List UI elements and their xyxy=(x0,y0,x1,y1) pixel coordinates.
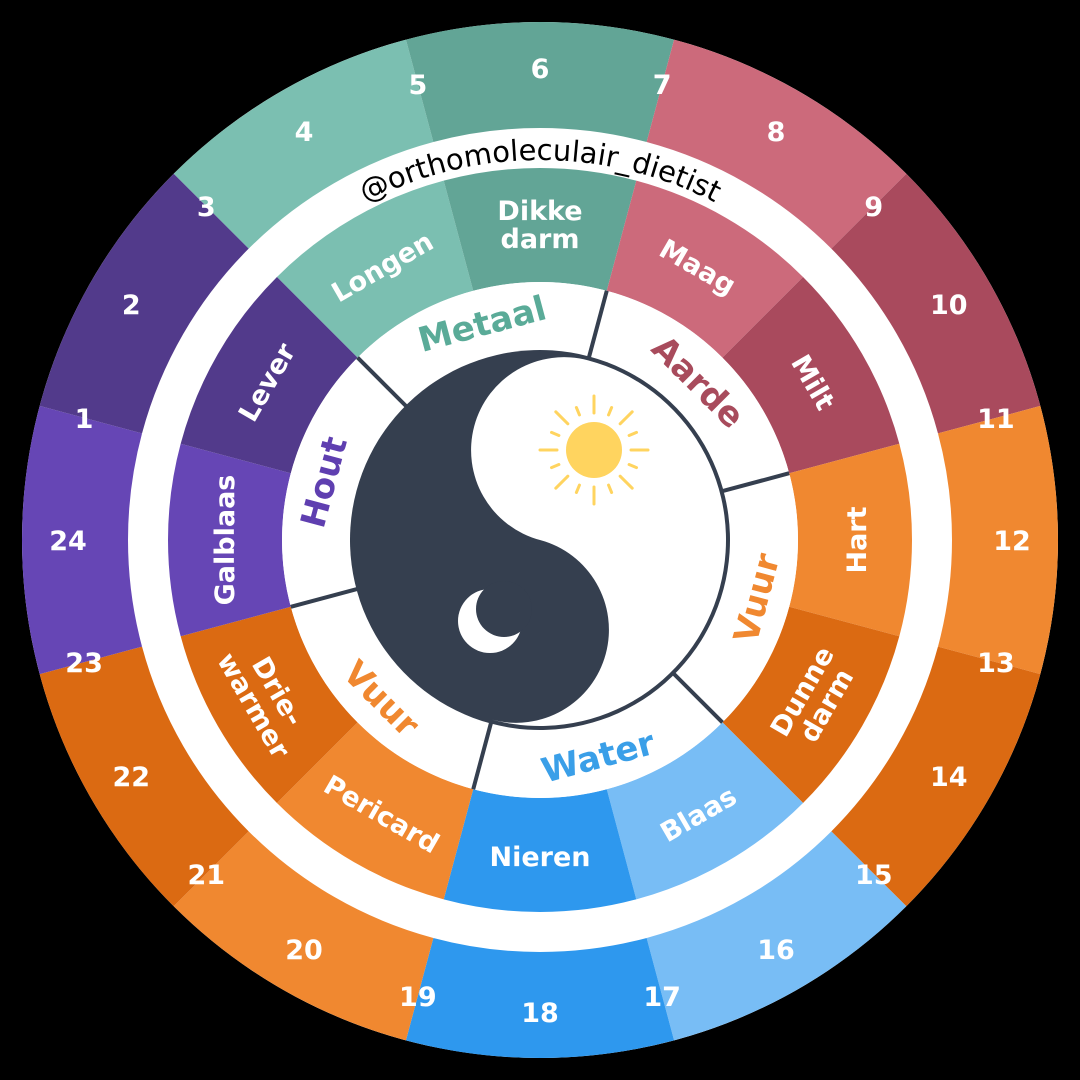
hour-label: 15 xyxy=(855,860,893,891)
hour-segment xyxy=(39,646,249,907)
organ-segment xyxy=(606,180,804,358)
yang-white-half xyxy=(471,357,726,726)
hour-label: 17 xyxy=(643,982,681,1013)
hour-label: 9 xyxy=(864,192,883,223)
sun-ray xyxy=(607,483,614,494)
organ-segment xyxy=(168,443,291,637)
hour-label: 3 xyxy=(197,192,216,223)
organ-segment xyxy=(606,722,804,900)
organ-segment xyxy=(443,789,637,912)
hour-label: 21 xyxy=(187,860,225,891)
hour-segment xyxy=(39,173,249,434)
sun-ray xyxy=(550,463,561,470)
element-divider xyxy=(672,672,724,724)
hour-ring xyxy=(21,22,1058,1058)
hour-label: 20 xyxy=(285,935,323,966)
hour-segment xyxy=(646,831,907,1041)
hour-segment xyxy=(937,405,1058,675)
hour-label: 6 xyxy=(531,54,550,85)
hour-label: 8 xyxy=(767,117,786,148)
hour-label: 1 xyxy=(75,404,94,435)
hour-segment xyxy=(646,39,907,249)
sun-ray xyxy=(627,430,638,437)
hour-segment xyxy=(831,646,1041,907)
organ-label: Nieren xyxy=(489,842,590,873)
hour-segment xyxy=(21,405,143,675)
element-divider xyxy=(356,356,408,408)
sun-ray xyxy=(574,406,581,417)
organ-ring xyxy=(168,168,912,912)
hour-label: 10 xyxy=(930,290,968,321)
hour-label: 23 xyxy=(65,648,103,679)
organ-segment xyxy=(180,606,358,804)
hour-segment xyxy=(831,173,1041,434)
sun-ray xyxy=(554,410,570,426)
organ-segment xyxy=(722,276,900,474)
hour-label: 11 xyxy=(977,404,1015,435)
organ-label-line: Nieren xyxy=(489,842,590,873)
sun-ray xyxy=(607,406,614,417)
organ-segment xyxy=(276,180,474,358)
hour-segment xyxy=(173,831,434,1041)
organ-label-line: darm xyxy=(501,224,580,255)
hour-label: 19 xyxy=(399,982,437,1013)
organ-segment xyxy=(722,606,900,804)
element-divider xyxy=(586,290,609,358)
yin-yang xyxy=(350,350,730,730)
hour-label: 14 xyxy=(930,762,968,793)
moon-icon xyxy=(458,581,532,653)
sun-ray xyxy=(550,430,561,437)
organ-label: Galblaas xyxy=(210,475,241,606)
organ-segment xyxy=(276,722,474,900)
hour-label: 2 xyxy=(122,290,141,321)
sun-ray xyxy=(554,474,570,490)
sun-ray xyxy=(618,410,634,426)
hour-label: 16 xyxy=(757,935,795,966)
organ-label-line: Galblaas xyxy=(210,475,241,606)
organ-label-line: Hart xyxy=(842,506,873,573)
organ-segment xyxy=(789,443,912,637)
hour-segment xyxy=(173,39,434,249)
hour-segment xyxy=(405,22,675,143)
hour-label: 5 xyxy=(408,70,427,101)
hour-label: 22 xyxy=(112,762,150,793)
sun-disc xyxy=(566,422,622,478)
element-dividers xyxy=(290,290,790,790)
hour-segment xyxy=(405,937,675,1058)
sun-ray xyxy=(627,463,638,470)
hour-label: 18 xyxy=(521,998,559,1029)
organ-segment xyxy=(180,276,358,474)
sun-icon xyxy=(538,394,650,506)
hour-label: 13 xyxy=(977,648,1015,679)
element-divider xyxy=(471,722,494,790)
hour-label: 12 xyxy=(993,526,1031,557)
sun-ray xyxy=(618,474,634,490)
element-divider xyxy=(290,586,358,609)
organ-label-line: Dikke xyxy=(497,196,582,227)
organ-label: Hart xyxy=(842,506,873,573)
sun-ray xyxy=(574,483,581,494)
hour-label: 24 xyxy=(49,526,87,557)
hour-label: 4 xyxy=(295,117,314,148)
element-divider xyxy=(722,471,790,494)
hour-label: 7 xyxy=(653,70,672,101)
organ-segment xyxy=(443,168,637,291)
